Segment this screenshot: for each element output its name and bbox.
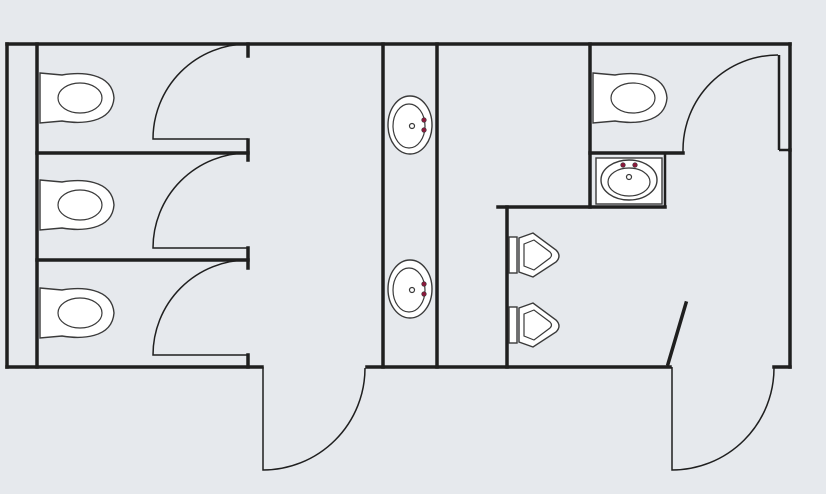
angled-partition — [665, 300, 689, 367]
toilet-4 — [592, 72, 668, 124]
stall-doors — [152, 43, 249, 356]
entrance-door-left — [262, 367, 366, 471]
tap-icon — [421, 127, 427, 133]
entrance-door-right — [671, 367, 775, 471]
urinal-2 — [508, 302, 560, 348]
toilet-1 — [39, 72, 115, 124]
toilets — [39, 72, 668, 339]
toilet-room-door — [682, 54, 779, 153]
toilet-2 — [39, 179, 115, 231]
toilet-3 — [39, 287, 115, 339]
wall-sinks — [387, 95, 433, 319]
urinals — [508, 232, 560, 348]
wall-sink-2 — [387, 259, 433, 319]
tap-icon — [421, 291, 427, 297]
tap-icon — [421, 281, 427, 287]
stall-door-3 — [152, 259, 249, 356]
niche-sink — [595, 157, 663, 205]
tap-icon — [632, 162, 638, 168]
entrance-doors — [262, 54, 779, 471]
tap-icon — [421, 117, 427, 123]
wall-sink-1 — [387, 95, 433, 155]
stall-door-1 — [152, 43, 249, 140]
urinal-1 — [508, 232, 560, 278]
tap-icon — [620, 162, 626, 168]
walls — [5, 42, 792, 369]
stall-door-2 — [152, 152, 249, 249]
